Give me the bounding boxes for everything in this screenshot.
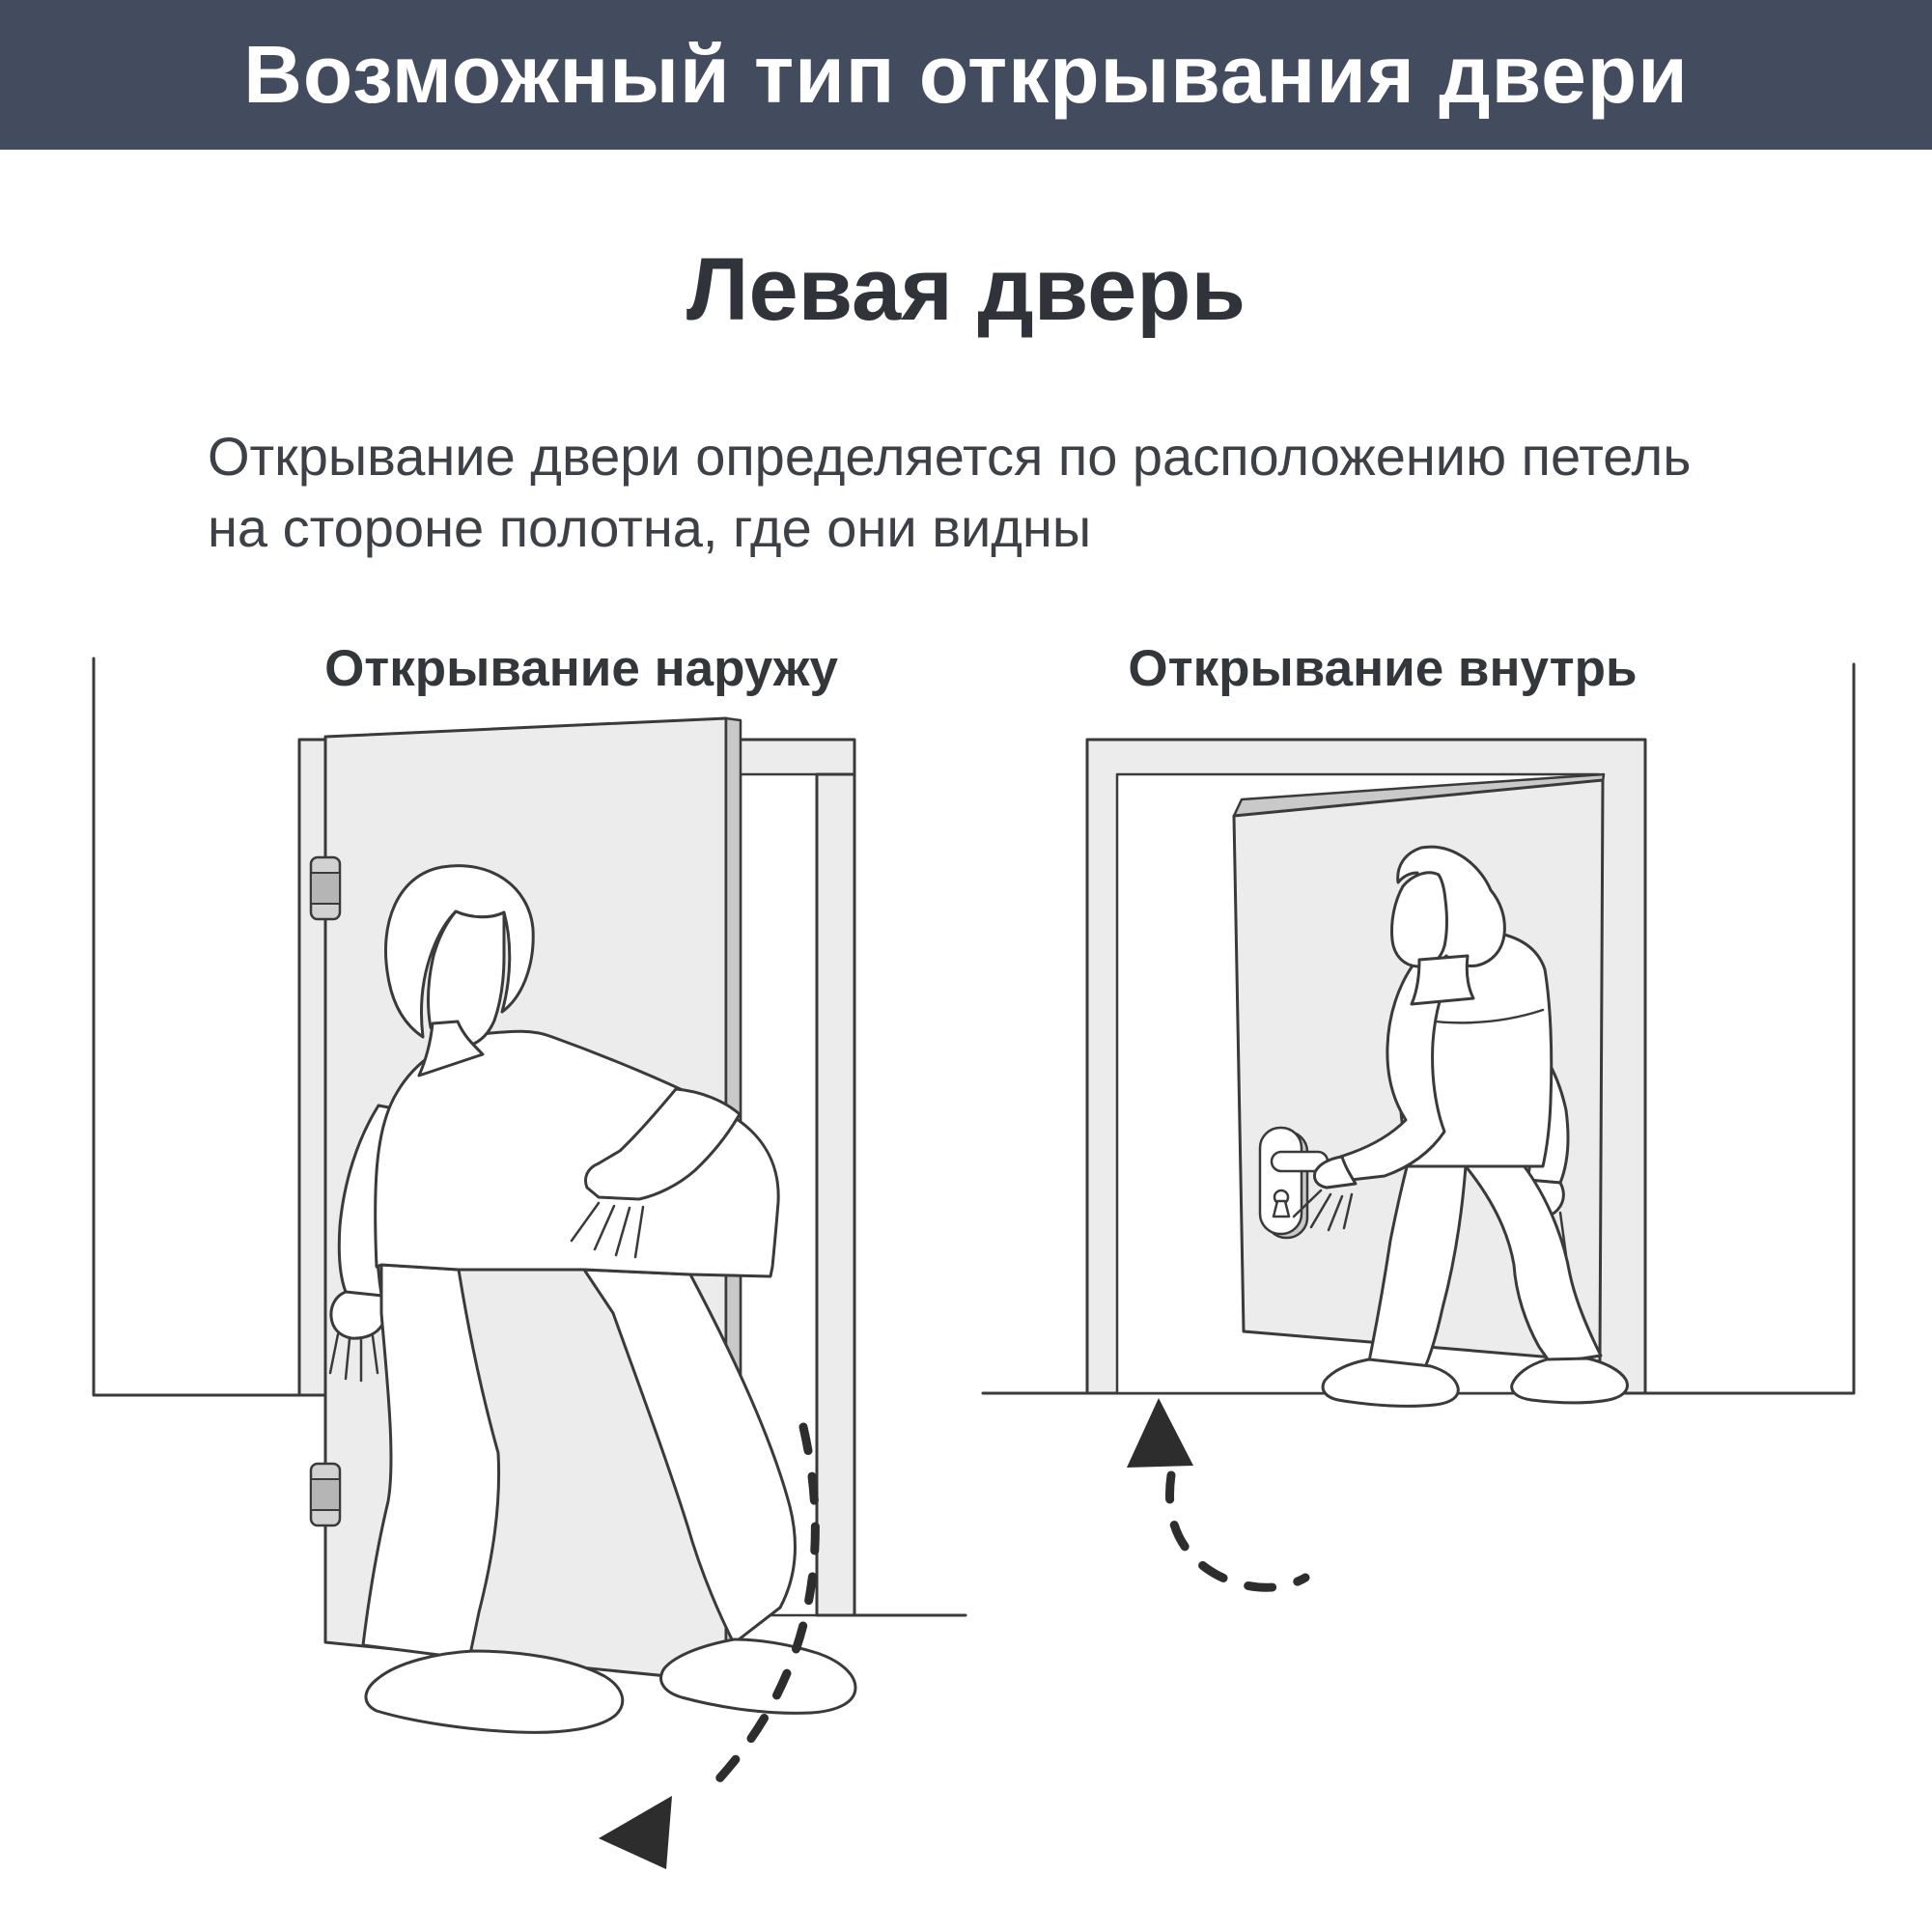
swing-arrow-icon bbox=[599, 1422, 820, 1869]
description-line-2: на стороне полотна, где они видны bbox=[208, 497, 1092, 559]
far-leg bbox=[1464, 1159, 1603, 1365]
illustration-door-inward bbox=[981, 662, 1856, 1592]
page-title: Левая дверь bbox=[686, 240, 1246, 339]
swing-arrow-icon bbox=[1127, 1398, 1310, 1592]
description-line-1: Открывание двери определяется по располо… bbox=[208, 426, 1692, 487]
header-title: Возможный тип открывания двери bbox=[243, 29, 1689, 120]
neck bbox=[417, 1020, 485, 1077]
handle-plate bbox=[1258, 1126, 1303, 1236]
back-shoe bbox=[659, 1637, 857, 1715]
back-leg bbox=[582, 1268, 797, 1645]
rear-hand bbox=[329, 1290, 384, 1340]
far-shoe bbox=[1510, 1357, 1629, 1405]
hinge-bottom-icon bbox=[309, 1462, 342, 1527]
face bbox=[1390, 871, 1448, 968]
wall-floor-line bbox=[92, 657, 301, 1397]
caption-opening-inward: Открывание внутрь bbox=[1128, 640, 1638, 697]
person-figure bbox=[328, 864, 857, 1734]
hinge-top-icon bbox=[309, 855, 342, 921]
illustration-door-outward bbox=[92, 657, 967, 1869]
near-shoe bbox=[1321, 1357, 1460, 1408]
front-leg bbox=[361, 1263, 501, 1661]
door-jamb bbox=[815, 772, 856, 1617]
header-band: Возможный тип открывания двери bbox=[0, 0, 1932, 150]
door-handle-icon bbox=[1258, 1126, 1330, 1240]
keyhole-icon bbox=[1272, 1189, 1291, 1218]
description: Открывание двери определяется по располо… bbox=[208, 421, 1801, 565]
person-figure bbox=[1292, 845, 1629, 1408]
caption-opening-outward: Открывание наружу bbox=[324, 640, 838, 697]
wall-floor-line bbox=[981, 662, 1856, 1395]
neck bbox=[1410, 954, 1475, 1006]
reaching-arm bbox=[584, 1087, 742, 1201]
front-shoe bbox=[364, 1649, 625, 1734]
near-hand bbox=[1313, 1155, 1358, 1189]
face bbox=[427, 910, 506, 1049]
